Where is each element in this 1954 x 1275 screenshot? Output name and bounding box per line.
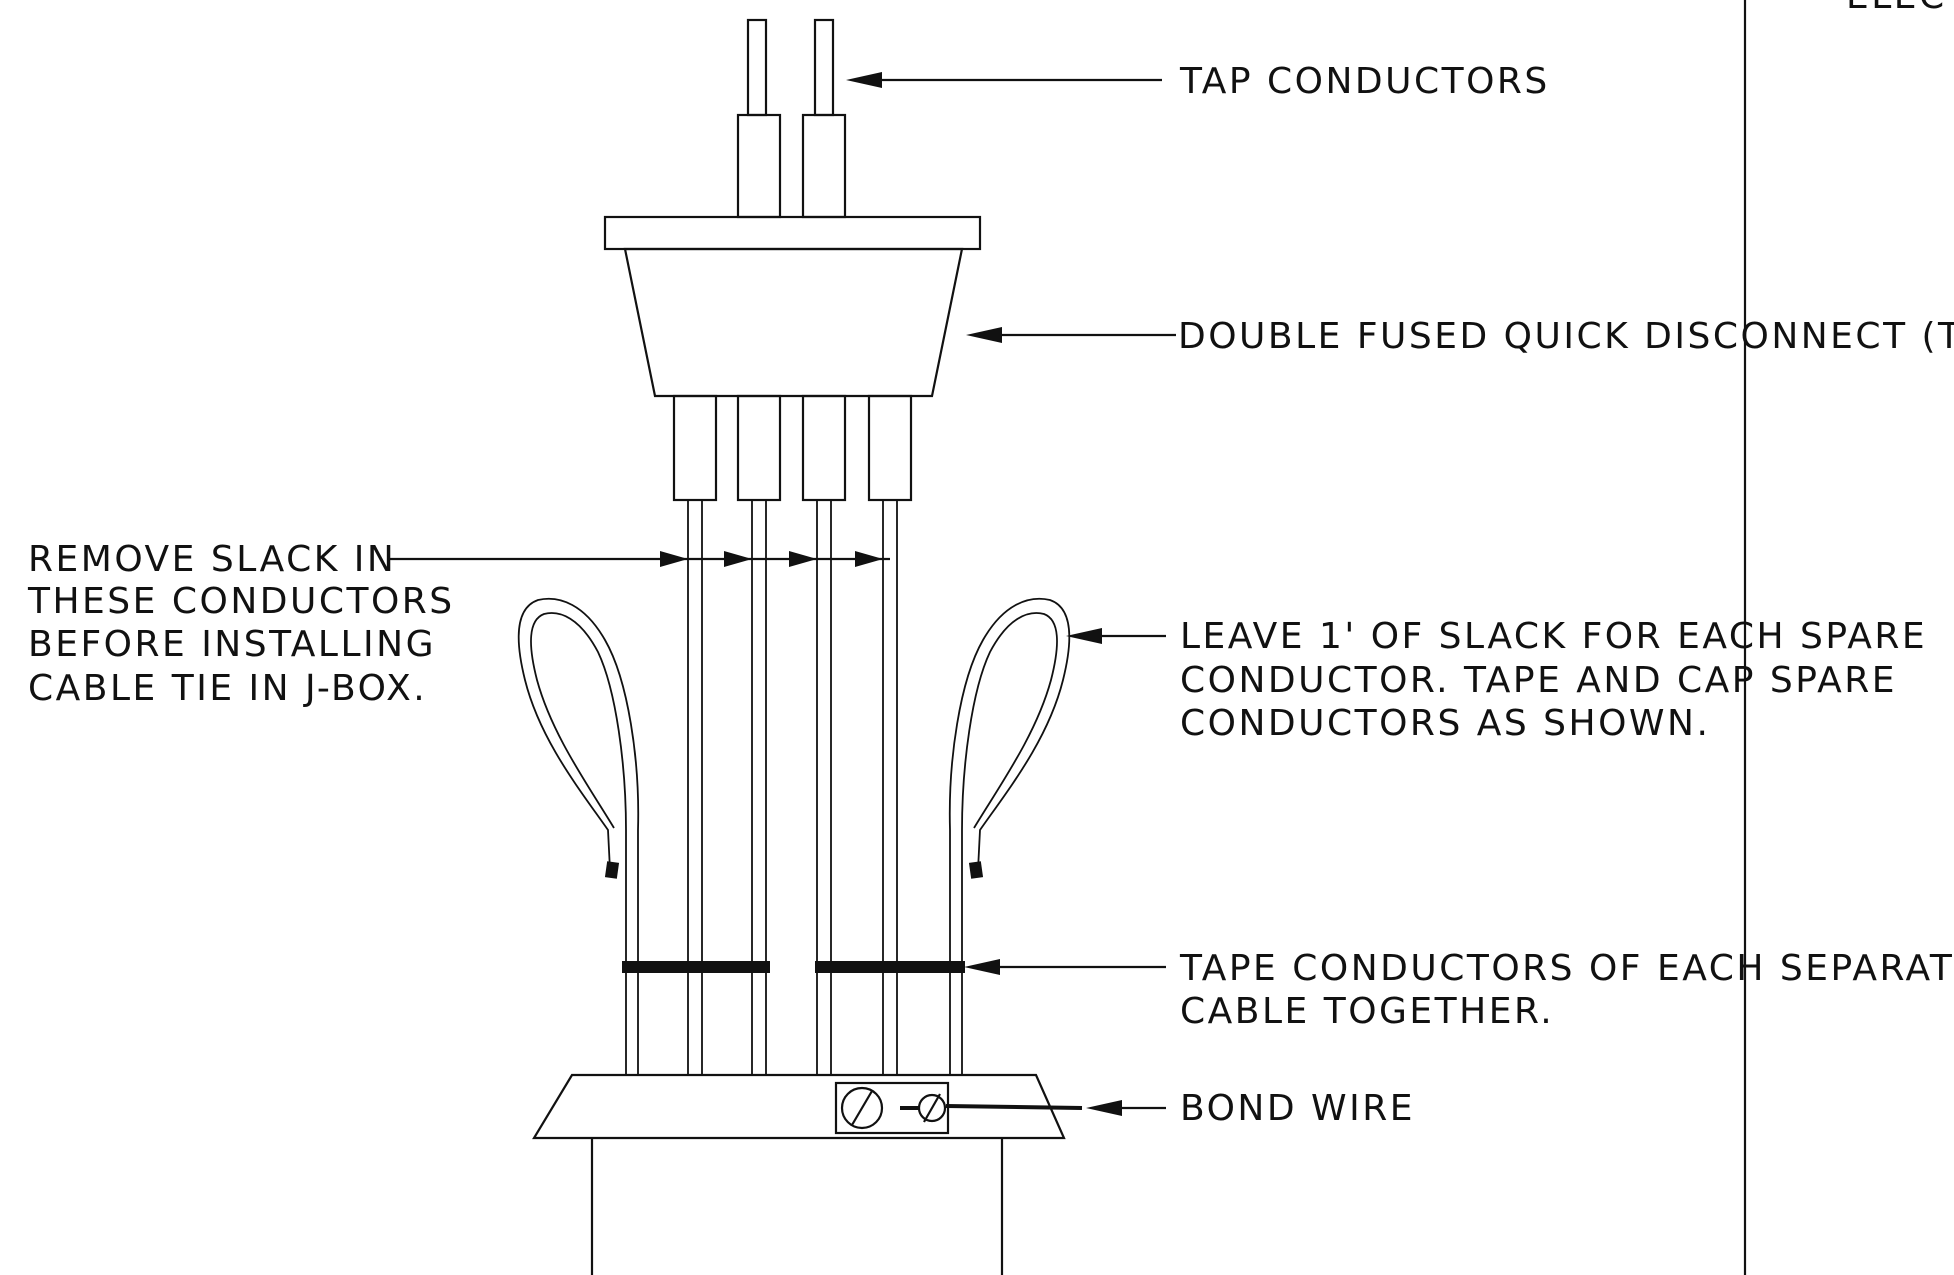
leader-tap-conductors [846,72,1162,88]
corner-fragment-label: ELEC [1846,0,1947,17]
leader-quick-disconnect [966,327,1176,343]
leave-slack-label: LEAVE 1' OF SLACK FOR EACH SPARE CONDUCT… [1180,616,1927,744]
j-box [532,1073,1066,1275]
remove-slack-label: REMOVE SLACK IN THESE CONDUCTORS BEFORE … [27,539,455,709]
output-sleeves [672,394,913,502]
svg-text:REMOVE SLACK IN: REMOVE SLACK IN [28,539,396,580]
svg-text:CONDUCTORS AS SHOWN.: CONDUCTORS AS SHOWN. [1180,703,1710,744]
leader-bond-wire [1086,1100,1166,1116]
svg-text:CABLE TIE IN J-BOX.: CABLE TIE IN J-BOX. [28,668,427,709]
tap-conductors [736,18,847,219]
quick-disconnect-body [603,215,982,398]
bond-wire-label: BOND WIRE [1180,1088,1415,1129]
svg-text:CABLE TOGETHER.: CABLE TOGETHER. [1180,991,1554,1032]
svg-text:CONDUCTOR. TAPE AND CAP SPARE: CONDUCTOR. TAPE AND CAP SPARE [1180,660,1897,701]
leader-leave-slack [1066,628,1166,644]
spare-conductor-right [948,597,1071,1075]
bond-wire-terminal [834,1081,1083,1135]
spare-conductor-left [517,597,640,1075]
leader-tape-conductors [964,959,1166,975]
svg-text:LEAVE 1' OF SLACK FOR EACH SPA: LEAVE 1' OF SLACK FOR EACH SPARE [1180,616,1927,657]
svg-text:TAPE CONDUCTORS OF EACH SEPARA: TAPE CONDUCTORS OF EACH SEPARATE [1179,948,1954,989]
tape-conductors-label: TAPE CONDUCTORS OF EACH SEPARATE CABLE T… [1179,948,1954,1032]
tap-conductors-label: TAP CONDUCTORS [1179,61,1550,102]
leader-remove-slack [388,551,890,567]
main-conductors [687,500,898,1075]
svg-text:THESE CONDUCTORS: THESE CONDUCTORS [27,581,455,622]
quick-disconnect-label: DOUBLE FUSED QUICK DISCONNECT (TYP [1178,316,1954,357]
svg-text:BEFORE INSTALLING: BEFORE INSTALLING [28,624,436,665]
